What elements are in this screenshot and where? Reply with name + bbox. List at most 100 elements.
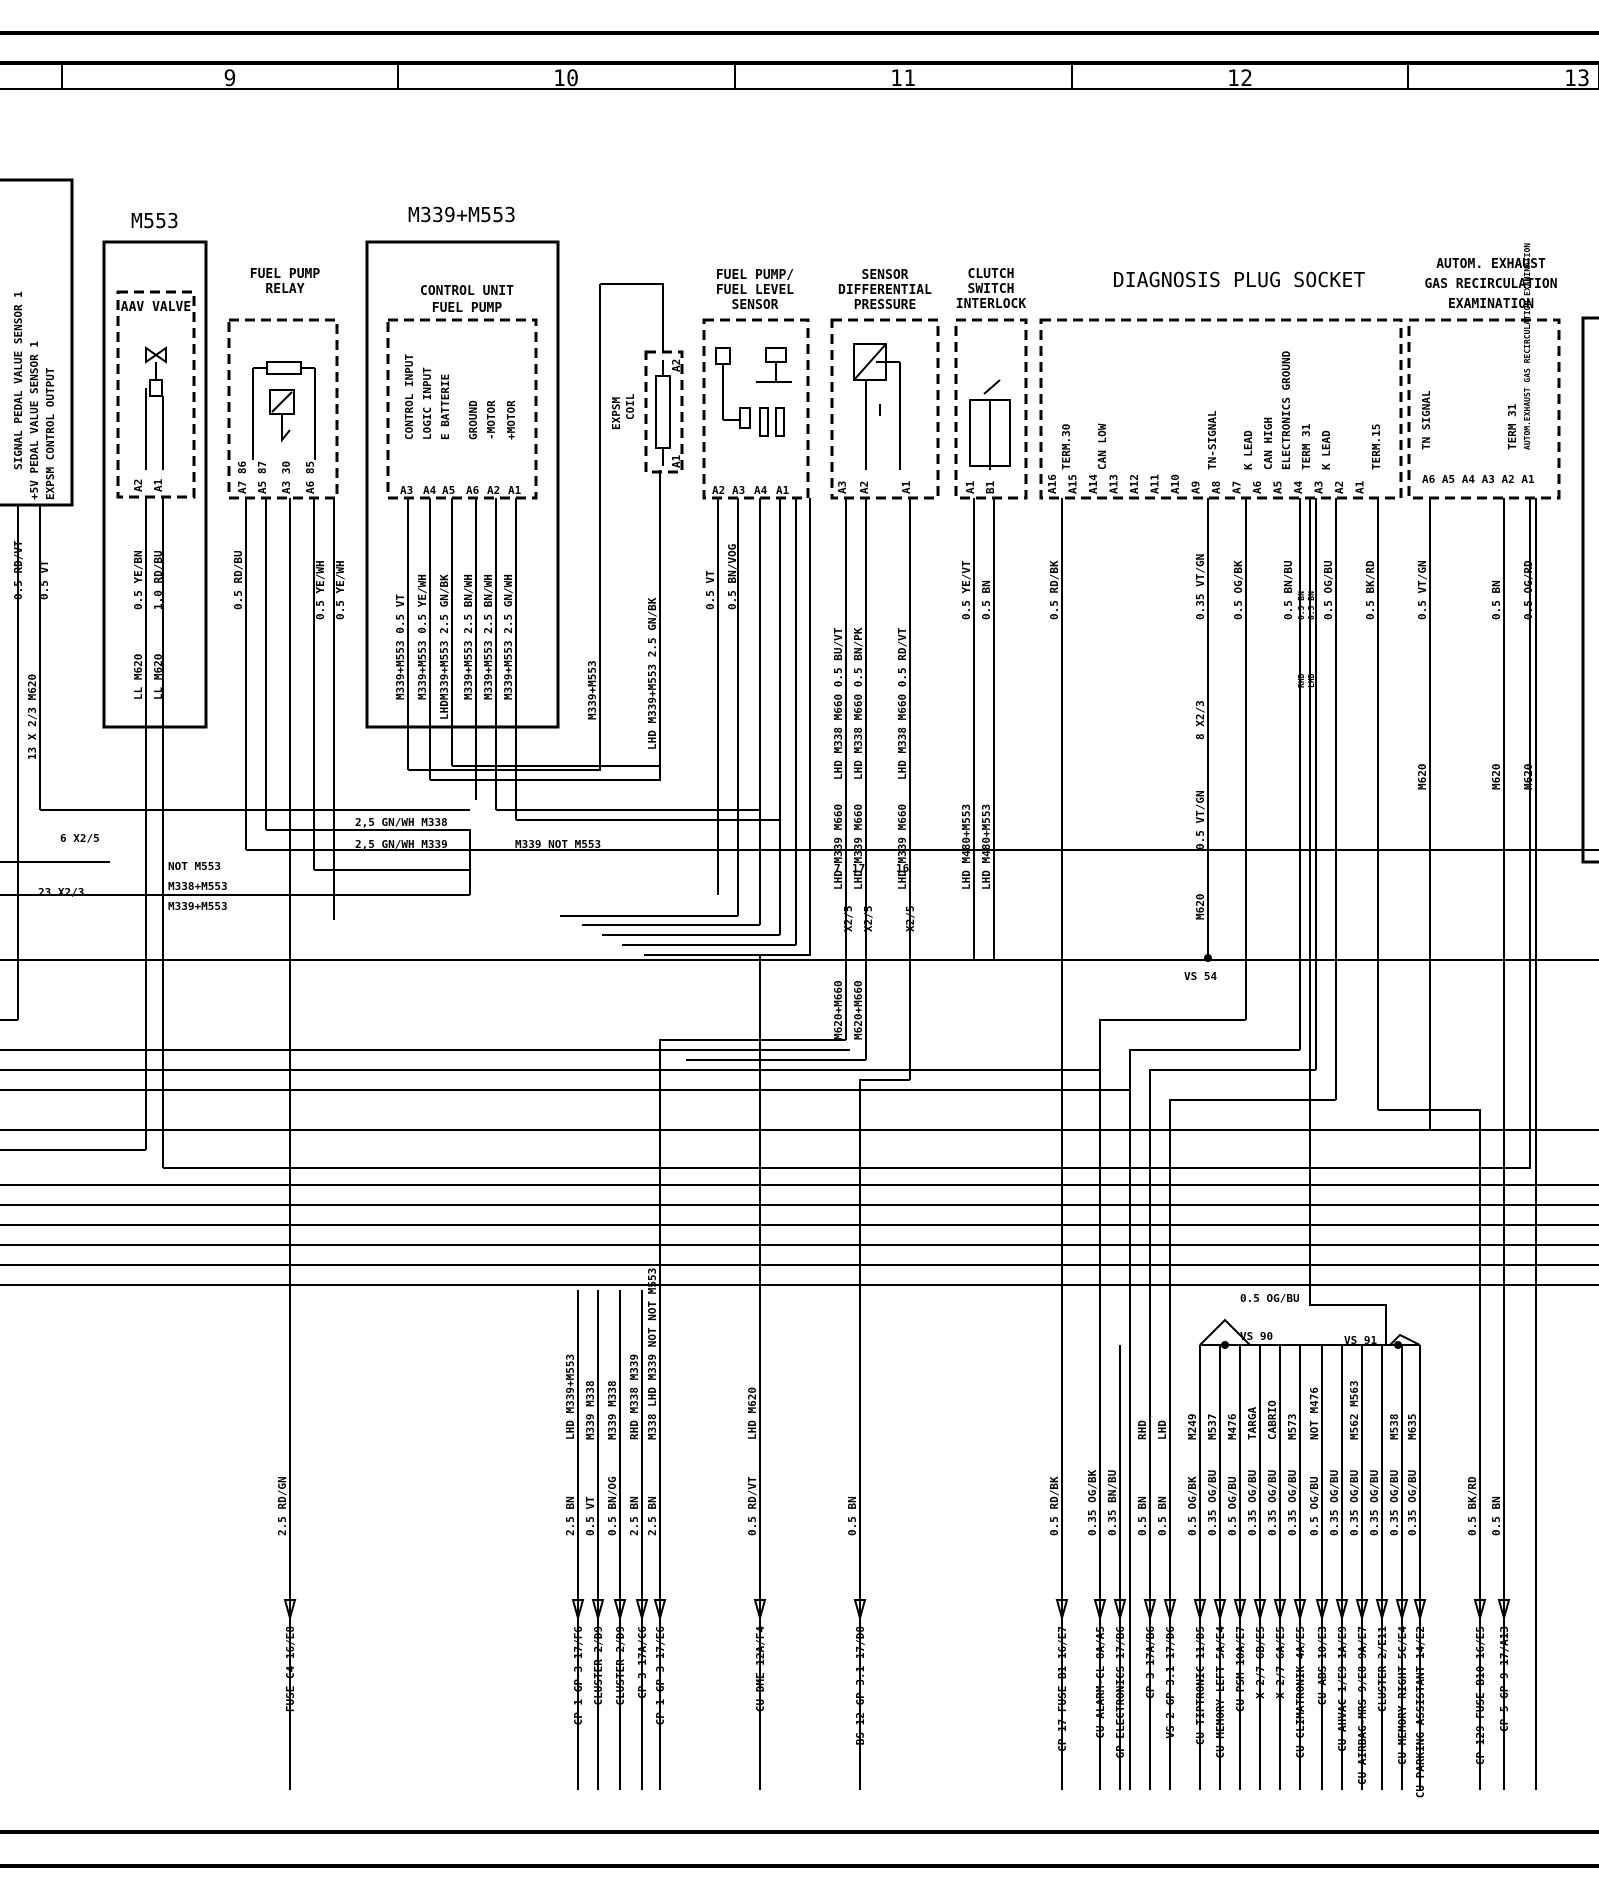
wire-color-label: 0.35 OG/BK — [1086, 1469, 1099, 1536]
wire-cu-6: M339+M553 2.5 GN/WH — [502, 574, 515, 700]
connector-pin-17: 17 — [852, 862, 865, 875]
wire-color-label: 0.5 BN/OG — [606, 1476, 619, 1536]
diag-pin-a10: A10 — [1169, 474, 1182, 494]
wire-condition-label: LHD M339+M553 — [564, 1354, 577, 1440]
diag-func-0: TERM.30 — [1060, 424, 1073, 470]
expsm-title-1: EXPSM — [610, 397, 623, 430]
wire-color-label: 0.35 OG/BU — [1246, 1469, 1259, 1536]
wire-egr-cond-2: M620 — [1490, 764, 1503, 791]
column-number-9: 9 — [223, 67, 236, 92]
control-unit-title-2: FUEL PUMP — [432, 301, 503, 316]
connector-arrow-icon — [1413, 1599, 1427, 1622]
wire-diag-5: 0.5 BN — [1307, 591, 1316, 620]
destination-label: CLUSTER 2/D9 — [614, 1626, 627, 1705]
wire-color-label: 0.35 OG/BU — [1266, 1469, 1279, 1536]
diag-func-13: K LEAD — [1320, 430, 1333, 470]
egr-pins: A6 A5 A4 A3 A2 A1 — [1422, 473, 1535, 486]
aav-header: M553 — [131, 209, 179, 233]
wire-labels: 0.5 RD/VT 0.5 VT 13 X 2/3 M620 0.5 YE/BN… — [12, 540, 1535, 1347]
pedal-value-sensor-box: SIGNAL PEDAL VALUE SENSOR 1 +5V PEDAL VA… — [0, 178, 74, 507]
control-unit-fuel-pump-component: M339+M553 CONTROL UNIT FUEL PUMP CONTROL… — [365, 203, 560, 729]
connector-x13: 13 X 2/3 M620 — [26, 674, 39, 760]
connector-x25-17: X2/5 — [862, 906, 875, 933]
fuel-level-pin-a1: A1 — [776, 484, 790, 497]
diag-func-15: TERM.15 — [1370, 424, 1383, 470]
wire-cu-2: M339+M553 0.5 YE/WH — [416, 574, 429, 700]
expsm-pin-a2: A2 — [670, 359, 683, 372]
wire-color-label: 2.5 BN — [628, 1496, 641, 1536]
diag-pin-a7: A7 — [1231, 481, 1244, 494]
wire-color-label: 0.35 OG/BU — [1206, 1469, 1219, 1536]
control-unit-func-1: LOGIC INPUT — [421, 367, 434, 440]
wire-condition-label: NOT M476 — [1308, 1387, 1321, 1440]
diag-pin-a14: A14 — [1087, 474, 1100, 494]
relay-title-2: RELAY — [265, 282, 304, 297]
wire-cu-5: M339+M553 2.5 BN/WH — [482, 574, 495, 700]
wire-diag-1: 0.35 VT/GN — [1194, 554, 1207, 620]
destination-label: GP ELECTRONICS 17/B6 — [1114, 1626, 1127, 1759]
wire-condition-label: M339 M338 — [584, 1380, 597, 1440]
wire-color-label: 0.5 OG/BU — [1226, 1476, 1239, 1536]
egr-func-tn: TN SIGNAL — [1420, 390, 1433, 450]
diag-pin-a11: A11 — [1149, 474, 1162, 494]
vs54-junction-dot — [1204, 954, 1212, 962]
aav-title: AAV VALVE — [121, 300, 191, 315]
connector-m620-m660-2: M620+M660 — [852, 980, 865, 1040]
connector-arrow-icon — [853, 1599, 867, 1622]
diagnosis-title: DIAGNOSIS PLUG SOCKET — [1113, 268, 1366, 292]
wire-diff-lower-1: LHD M339 M660 — [832, 804, 845, 890]
wire-diff-1: LHD M338 M660 0.5 BU/VT — [832, 627, 845, 780]
vs90-junction-dot — [1221, 1341, 1229, 1349]
coil-icon — [655, 360, 671, 466]
connector-arrow-icon — [613, 1599, 627, 1622]
wire-color-label: 2.5 BN — [646, 1496, 659, 1536]
vs91-junction-dot — [1394, 1341, 1402, 1349]
wire-color-label: 0.35 OG/BU — [1286, 1469, 1299, 1536]
destination-label: CU MEMORY RIGHT 5C/E4 — [1396, 1626, 1409, 1765]
diag-func-11: ELECTRONICS GROUND — [1280, 350, 1293, 470]
wire-condition-label: CABRIO — [1266, 1400, 1279, 1440]
connector-not-m553: NOT M553 — [168, 860, 221, 873]
connector-gn-m339: 2,5 GN/WH M339 — [355, 838, 448, 851]
wire-color-label: 2.5 RD/GN — [276, 1476, 289, 1536]
expsm-coil-component: EXPSM COIL A2 A1 — [600, 283, 684, 474]
connector-x8: 8 X2/3 — [1194, 700, 1207, 740]
diag-func-12: TERM 31 — [1300, 423, 1313, 470]
column-number-13: 13 — [1564, 67, 1591, 92]
control-unit-func-4: -MOTOR — [485, 400, 498, 440]
destination-label: CP 3 17A/B6 — [1144, 1626, 1157, 1699]
wire-diag-lhd: LHD — [1307, 673, 1316, 688]
wire-color-label: 0.5 BN — [1156, 1496, 1169, 1536]
relay-pin-a5-87: A5 87 — [256, 461, 269, 494]
connector-arrow-icon — [1193, 1599, 1207, 1622]
fuel-pump-relay-component: FUEL PUMP RELAY A7 86 A5 87 A3 30 A6 85 — [227, 267, 339, 500]
destination-label: CP 5 GP 9 17/A13 — [1498, 1626, 1511, 1732]
destination-label: CP 17 FUSE B1 16/E7 — [1056, 1626, 1069, 1752]
control-unit-title-1: CONTROL UNIT — [420, 284, 514, 299]
wire-relay-3: 0.5 YE/WH — [334, 560, 347, 620]
connector-arrow-icon — [1375, 1599, 1389, 1622]
connector-arrow-icon — [1473, 1599, 1487, 1622]
connector-m339-m553: M339+M553 — [168, 900, 228, 913]
wire-relay-2: 0.5 YE/WH — [314, 560, 327, 620]
connector-arrow-icon — [1163, 1599, 1177, 1622]
destination-label: CU AIRBAG-MRS 9/E8 9A/E7 — [1356, 1626, 1369, 1785]
wire-diag-2: 0.5 OG/BK — [1232, 560, 1245, 620]
fuel-level-sensor-component: FUEL PUMP/ FUEL LEVEL SENSOR A2 A3 A4 A1 — [702, 268, 810, 500]
wire-condition-label: M562 M563 — [1348, 1380, 1361, 1440]
wire-clutch-1: 0.5 YE/VT — [960, 560, 973, 620]
wire-condition-label: TARGA — [1246, 1407, 1259, 1440]
frame: 9 10 11 12 13 — [0, 31, 1599, 1868]
wire-condition-label: M537 — [1206, 1414, 1219, 1441]
valve-icon — [145, 346, 167, 470]
wire-color-label: 0.5 OG/BK — [1186, 1476, 1199, 1536]
wire-cu-3: LHDM339+M553 2.5 GN/BK — [438, 574, 451, 720]
control-unit-pin-a4: A4 — [423, 484, 437, 497]
aav-valve-component: M553 AAV VALVE A2 A1 — [102, 209, 208, 729]
diff-pressure-title-1: SENSOR — [862, 268, 909, 283]
